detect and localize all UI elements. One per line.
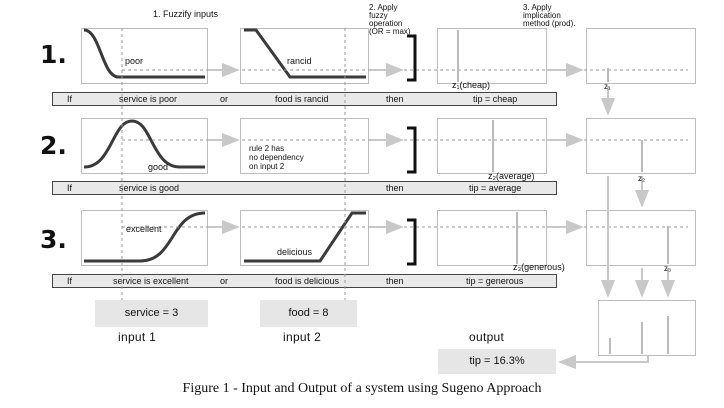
label-poor: poor — [125, 56, 144, 66]
rule-bar-2: If service is good then tip = average — [52, 181, 557, 195]
service-value-box: service = 3 — [95, 300, 208, 327]
rule1-consequent: tip = cheap — [473, 94, 518, 104]
rule-bar-1: If service is poor or food is rancid the… — [52, 92, 557, 106]
z2-label: z₂ — [638, 174, 646, 183]
rule3-if: If — [67, 276, 73, 286]
z1-label: z₁ — [604, 82, 611, 91]
input2-label: input 2 — [283, 330, 322, 344]
mf-good-curve — [83, 119, 205, 169]
rule3-consequent: tip = generous — [466, 276, 524, 286]
panel-implication-1 — [586, 28, 696, 84]
final-output-arrow — [558, 354, 649, 370]
label-rancid: rancid — [287, 56, 312, 66]
mf-poor-curve — [83, 28, 205, 79]
figure-caption: Figure 1 - Input and Output of a system … — [182, 381, 542, 396]
z2-average-label: z₂(average) — [488, 171, 535, 181]
output-label: output — [469, 330, 505, 344]
z1-cheap-label: z₁(cheap) — [452, 80, 491, 90]
rule2-consequent: tip = average — [469, 183, 522, 193]
panel-food-rancid — [240, 28, 369, 84]
rule1-then: then — [386, 94, 404, 104]
z3-generous-label: z₃(generous) — [513, 262, 565, 272]
panel-implication-3 — [586, 210, 696, 266]
input1-label: input 1 — [118, 330, 157, 344]
header-implication: 3. Apply implication method (prod). — [523, 3, 576, 28]
rule2-then: then — [386, 183, 404, 193]
row-number-2: 2. — [40, 131, 67, 160]
rule2-if: If — [67, 183, 73, 193]
label-delicious: delicious — [277, 247, 313, 257]
rule2-antecedent-1: service is good — [119, 183, 180, 193]
mf-delicious-line — [244, 211, 366, 263]
row-number-3: 3. — [40, 225, 67, 254]
mf-rancid-line — [244, 28, 366, 79]
panel-output-cheap — [437, 28, 547, 84]
rule3-operator: or — [220, 276, 229, 286]
z3-label: z₃ — [664, 264, 672, 273]
rule1-antecedent-2: food is rancid — [275, 94, 329, 104]
rule1-antecedent-1: service is poor — [119, 94, 178, 104]
rule1-operator: or — [220, 94, 229, 104]
bracket-row2 — [407, 126, 417, 174]
panel-food-delicious — [240, 210, 369, 266]
header-fuzzy-operation: 2. Apply fuzzy operation (OR = max) — [369, 3, 411, 36]
rule1-if: If — [67, 94, 73, 104]
rule3-antecedent-2: food is delicious — [275, 276, 340, 286]
bracket-row3 — [407, 218, 417, 266]
header-fuzzify: 1. Fuzzify inputs — [153, 9, 219, 19]
rule3-then: then — [386, 276, 404, 286]
mf-excellent-curve — [84, 211, 206, 263]
panel-rule2-note — [240, 118, 369, 174]
panel-output-generous — [437, 210, 547, 266]
rule-bar-3: If service is excellent or food is delic… — [52, 274, 557, 288]
bracket-row1 — [407, 34, 417, 82]
food-value-box: food = 8 — [260, 300, 357, 327]
tip-result-box: tip = 16.3% — [438, 349, 556, 374]
panel-aggregated-output — [598, 300, 696, 356]
rule3-antecedent-1: service is excellent — [113, 276, 189, 286]
label-good: good — [148, 162, 169, 172]
rule2-note: rule 2 has no dependency on input 2 — [249, 144, 304, 171]
row-number-1: 1. — [40, 40, 67, 69]
label-excellent: excellent — [126, 224, 162, 234]
